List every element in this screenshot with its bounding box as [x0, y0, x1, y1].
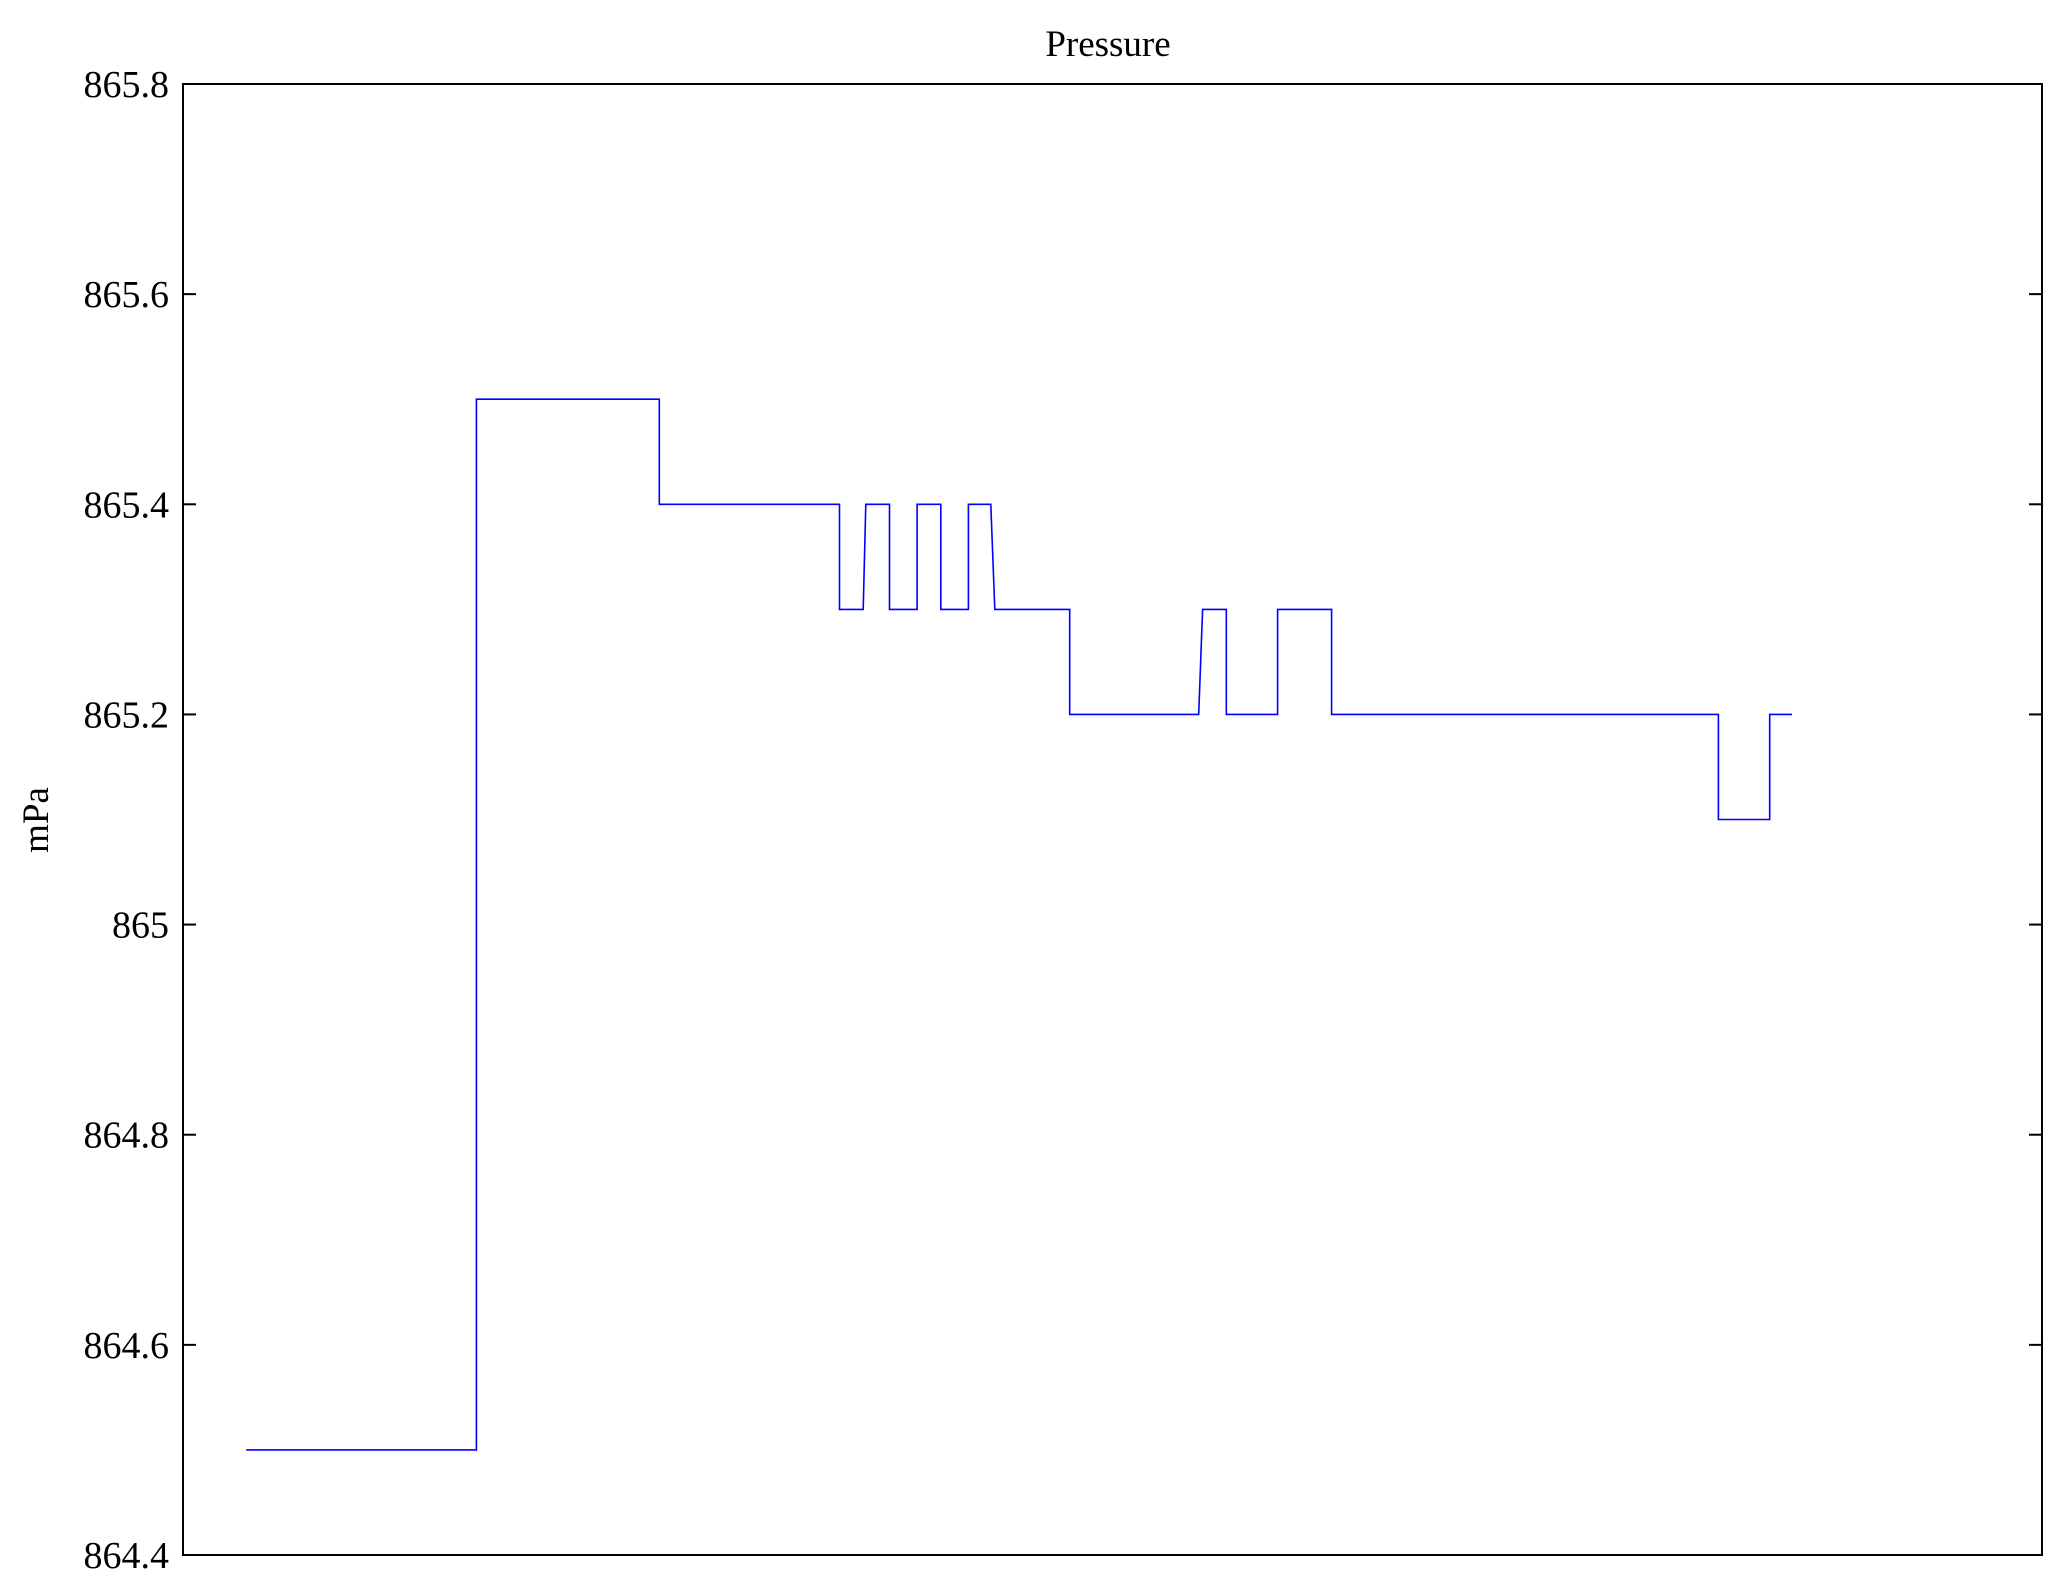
y-tick-label: 864.4: [84, 1535, 170, 1577]
series-layer: [246, 398, 1792, 1451]
chart-title: Pressure: [1045, 24, 1170, 65]
y-tick-label: 864.8: [84, 1115, 170, 1157]
y-tick-label: 865.6: [84, 274, 170, 316]
y-tick-label: 865.4: [84, 484, 170, 526]
y-ticks: 864.4 864.6 864.8 865 865.2 865.4 865.6 865.8: [84, 64, 2042, 1577]
series-line-pressure: [246, 398, 1792, 1451]
y-tick-label: 865: [112, 905, 169, 947]
y-tick-label: 865.2: [84, 694, 170, 736]
y-tick-label: 865.8: [84, 64, 170, 106]
y-tick-label: 864.6: [84, 1325, 170, 1367]
plot-area-frame: [182, 83, 2043, 1556]
y-axis-label: mPa: [16, 787, 57, 853]
